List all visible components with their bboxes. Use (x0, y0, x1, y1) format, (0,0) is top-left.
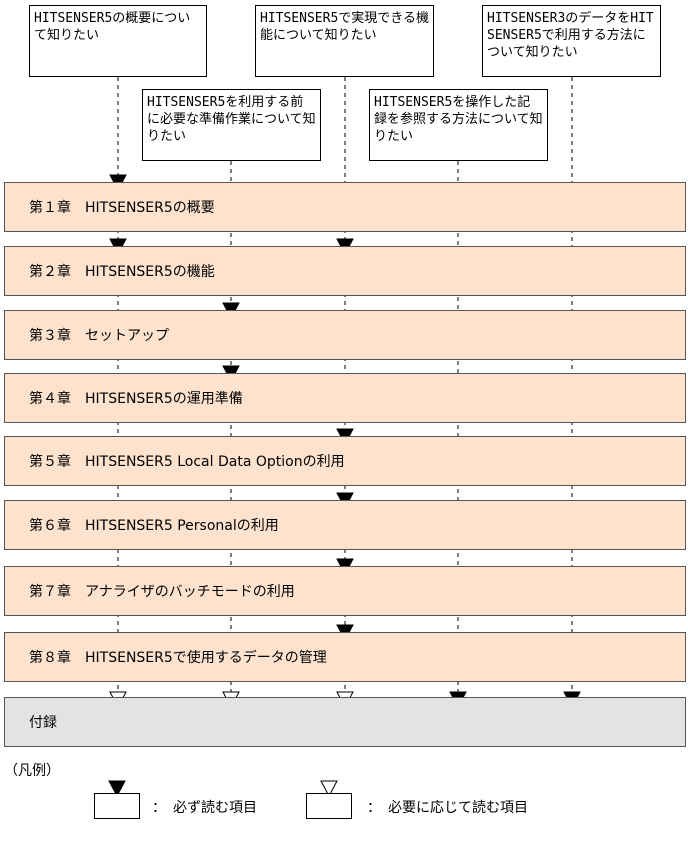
chapter-6-row[interactable]: 第６章 HITSENSER5 Personalの利用 (4, 500, 686, 550)
chapter-7-row[interactable]: 第７章 アナライザのバッチモードの利用 (4, 566, 686, 616)
need-text: HITSENSER5の概要について知りたい (34, 11, 191, 43)
legend-title: （凡例） (4, 763, 60, 779)
legend-required-box (94, 793, 140, 819)
chapter-label: 第５章 HITSENSER5 Local Data Optionの利用 (29, 454, 345, 470)
chapter-1-row[interactable]: 第１章 HITSENSER5の概要 (4, 182, 686, 232)
chapter-5-row[interactable]: 第５章 HITSENSER5 Local Data Optionの利用 (4, 436, 686, 486)
need-box-functions: HITSENSER5で実現できる機能について知りたい (255, 5, 434, 77)
chapter-3-row[interactable]: 第３章 セットアップ (4, 310, 686, 360)
chapter-label: 第６章 HITSENSER5 Personalの利用 (29, 518, 279, 534)
need-text: HITSENSER5を操作した記録を参照する方法について知りたい (374, 95, 543, 144)
chapter-label: 第８章 HITSENSER5で使用するデータの管理 (29, 650, 327, 666)
need-text: HITSENSER5を利用する前に必要な準備作業について知りたい (147, 95, 316, 144)
legend-required-label: ： 必ず読む項目 (152, 800, 257, 816)
chapter-8-row[interactable]: 第８章 HITSENSER5で使用するデータの管理 (4, 632, 686, 682)
chapter-label: 第３章 セットアップ (29, 328, 169, 344)
chapter-label: 第４章 HITSENSER5の運用準備 (29, 391, 243, 407)
need-box-preparation: HITSENSER5を利用する前に必要な準備作業について知りたい (142, 89, 321, 161)
chapter-2-row[interactable]: 第２章 HITSENSER5の機能 (4, 246, 686, 296)
need-text: HITSENSER5で実現できる機能について知りたい (260, 11, 430, 43)
appendix-row[interactable]: 付録 (4, 697, 686, 747)
legend-optional-label: ： 必要に応じて読む項目 (367, 800, 528, 816)
need-box-overview: HITSENSER5の概要について知りたい (29, 5, 207, 77)
legend-optional-box (306, 793, 352, 819)
need-box-migration: HITSENSER3のデータをHITSENSER5で利用する方法について知りたい (482, 5, 661, 77)
need-text: HITSENSER3のデータをHITSENSER5で利用する方法について知りたい (487, 11, 654, 60)
chapter-4-row[interactable]: 第４章 HITSENSER5の運用準備 (4, 373, 686, 423)
need-box-operation-log: HITSENSER5を操作した記録を参照する方法について知りたい (369, 89, 548, 161)
chapter-label: 第２章 HITSENSER5の機能 (29, 264, 215, 280)
chapter-label: 第７章 アナライザのバッチモードの利用 (29, 584, 295, 600)
chapter-label: 付録 (29, 715, 57, 731)
chapter-label: 第１章 HITSENSER5の概要 (29, 200, 215, 216)
